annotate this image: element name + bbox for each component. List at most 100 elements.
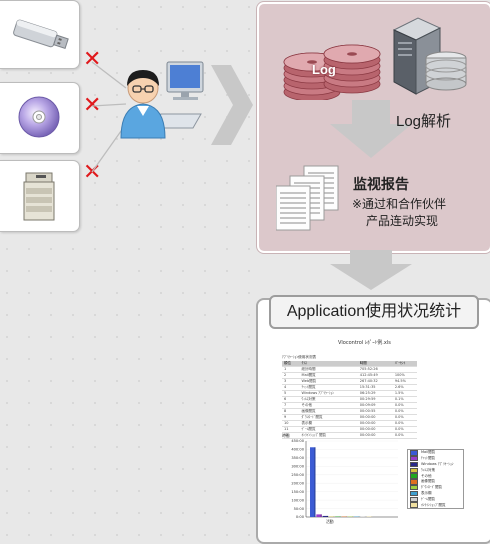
background-dot <box>160 248 162 250</box>
background-dot <box>226 424 228 426</box>
partner-note-line1: ※通过和合作伙伴 <box>352 195 446 212</box>
background-dot <box>248 424 250 426</box>
background-dot <box>138 50 140 52</box>
background-dot <box>138 380 140 382</box>
background-dot <box>182 314 184 316</box>
background-dot <box>248 50 250 52</box>
partner-note-line2: 产品连动实现 <box>366 212 438 229</box>
background-dot <box>72 72 74 74</box>
background-dot <box>72 424 74 426</box>
background-dot <box>160 292 162 294</box>
background-dot <box>226 28 228 30</box>
y-tick-label: 450:00 <box>291 439 304 443</box>
background-dot <box>28 336 30 338</box>
background-dot <box>50 468 52 470</box>
background-dot <box>226 6 228 8</box>
background-dot <box>138 226 140 228</box>
background-dot <box>226 160 228 162</box>
background-dot <box>248 446 250 448</box>
background-dot <box>248 490 250 492</box>
user-at-computer-icon <box>113 58 208 148</box>
background-dot <box>182 358 184 360</box>
background-dot <box>138 336 140 338</box>
legend-label: ﾁｬｯﾄ閲覧 <box>421 456 435 461</box>
background-dot <box>160 6 162 8</box>
legend-label: Mail閲覧 <box>421 450 435 455</box>
background-dot <box>248 336 250 338</box>
legend-swatch <box>410 497 418 503</box>
background-dot <box>138 424 140 426</box>
legend-swatch <box>410 502 418 508</box>
background-dot <box>72 402 74 404</box>
background-dot <box>28 402 30 404</box>
legend-label: ｳｨﾙｽ対策 <box>421 468 435 473</box>
legend-item: ｵﾝﾗｲﾝｼｮｯﾌﾟ閲覧 <box>408 502 463 508</box>
background-dot <box>138 270 140 272</box>
background-dot <box>226 336 228 338</box>
background-dot <box>204 28 206 30</box>
background-dot <box>226 446 228 448</box>
background-dot <box>204 468 206 470</box>
background-dot <box>94 358 96 360</box>
background-dot <box>138 28 140 30</box>
background-dot <box>138 160 140 162</box>
background-dot <box>226 512 228 514</box>
background-dot <box>116 336 118 338</box>
background-dot <box>72 248 74 250</box>
background-dot <box>248 28 250 30</box>
background-dot <box>6 380 8 382</box>
background-dot <box>94 512 96 514</box>
background-dot <box>138 402 140 404</box>
background-dot <box>138 248 140 250</box>
background-dot <box>160 28 162 30</box>
background-dot <box>6 512 8 514</box>
background-dot <box>182 402 184 404</box>
legend-swatch <box>410 485 418 491</box>
background-dot <box>6 336 8 338</box>
background-dot <box>116 270 118 272</box>
background-dot <box>138 512 140 514</box>
background-dot <box>182 160 184 162</box>
background-dot <box>204 534 206 536</box>
down-arrow-icon-2 <box>330 250 412 290</box>
background-dot <box>182 248 184 250</box>
y-tick-label: 350:00 <box>291 456 304 460</box>
background-dot <box>138 182 140 184</box>
legend-swatch <box>410 462 418 468</box>
report-table-caption: ｱﾌﾟﾘｹｰｼｮﾝ使用状況表 <box>282 355 316 360</box>
background-dot <box>50 336 52 338</box>
legend-swatch <box>410 479 418 485</box>
background-dot <box>226 270 228 272</box>
background-dot <box>160 490 162 492</box>
background-dot <box>28 490 30 492</box>
sample-report-sheet: Vlocontrol ﾚﾎﾟｰﾄ例.xls ｱﾌﾟﾘｹｰｼｮﾝ使用状況表 順位ｸ… <box>278 335 468 530</box>
background-dot <box>6 468 8 470</box>
background-dot <box>160 424 162 426</box>
monitor-report-title: 监视报告 <box>353 174 409 194</box>
background-dot <box>50 358 52 360</box>
y-axis-label: 時間 <box>282 433 290 438</box>
cd-disc-icon <box>0 83 79 153</box>
background-dot <box>182 226 184 228</box>
background-dot <box>160 314 162 316</box>
background-dot <box>72 314 74 316</box>
background-dot <box>116 446 118 448</box>
background-dot <box>28 446 30 448</box>
background-dot <box>182 182 184 184</box>
background-dot <box>204 6 206 8</box>
background-dot <box>138 534 140 536</box>
background-dot <box>204 226 206 228</box>
y-tick-label: 150:00 <box>291 490 304 494</box>
background-dot <box>116 534 118 536</box>
background-dot <box>204 490 206 492</box>
background-dot <box>160 336 162 338</box>
background-dot <box>6 248 8 250</box>
background-dot <box>248 292 250 294</box>
background-dot <box>248 512 250 514</box>
background-dot <box>226 204 228 206</box>
background-dot <box>138 204 140 206</box>
background-dot <box>6 270 8 272</box>
background-dot <box>204 336 206 338</box>
background-dot <box>72 380 74 382</box>
background-dot <box>226 534 228 536</box>
